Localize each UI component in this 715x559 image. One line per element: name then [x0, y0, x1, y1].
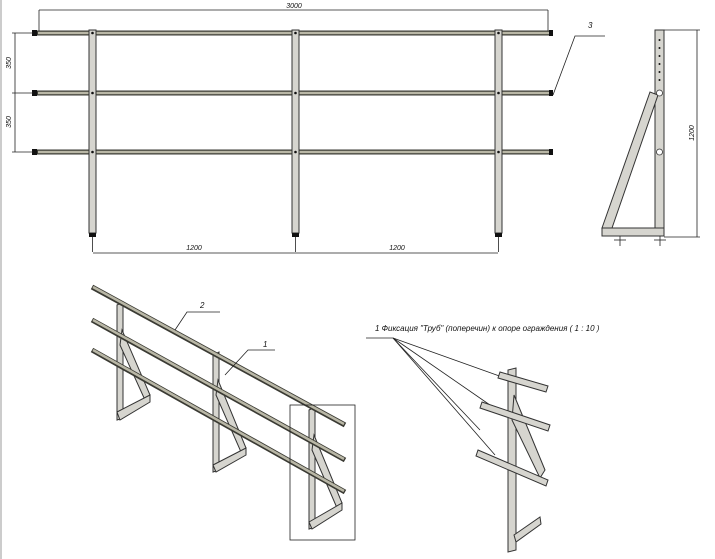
isometric-view: 2 1 [90, 284, 356, 541]
post-spacing-dimensions: 1200 1200 [93, 245, 498, 254]
posts [88, 29, 503, 252]
detail-caption: 1 Фиксация "Труб" (поперечин) к опоре ог… [375, 324, 600, 333]
dimension-1200-height: 1200 [689, 125, 696, 141]
overall-dimension: 3000 [38, 3, 549, 33]
dimension-350-bottom: 350 [6, 116, 13, 128]
detail-frame [289, 404, 356, 541]
callout-1-label: 1 [263, 340, 267, 349]
dimension-1200-right: 1200 [389, 245, 405, 252]
side-view: 1200 [601, 29, 700, 246]
rail-spacing-dimensions: 350 350 [6, 32, 33, 153]
dimension-3000: 3000 [286, 3, 302, 10]
iso-rails [90, 284, 347, 495]
dimension-1200-left: 1200 [186, 245, 202, 252]
dimension-350-top: 350 [6, 57, 13, 69]
callout-3-label: 3 [588, 21, 593, 30]
callout-3: 3 [552, 21, 605, 96]
iso-posts [116, 301, 343, 530]
detail-view: 1 Фиксация "Труб" (поперечин) к опоре ог… [366, 324, 600, 553]
callout-2-label: 2 [199, 301, 205, 310]
front-view: 3000 350 350 [6, 3, 605, 254]
